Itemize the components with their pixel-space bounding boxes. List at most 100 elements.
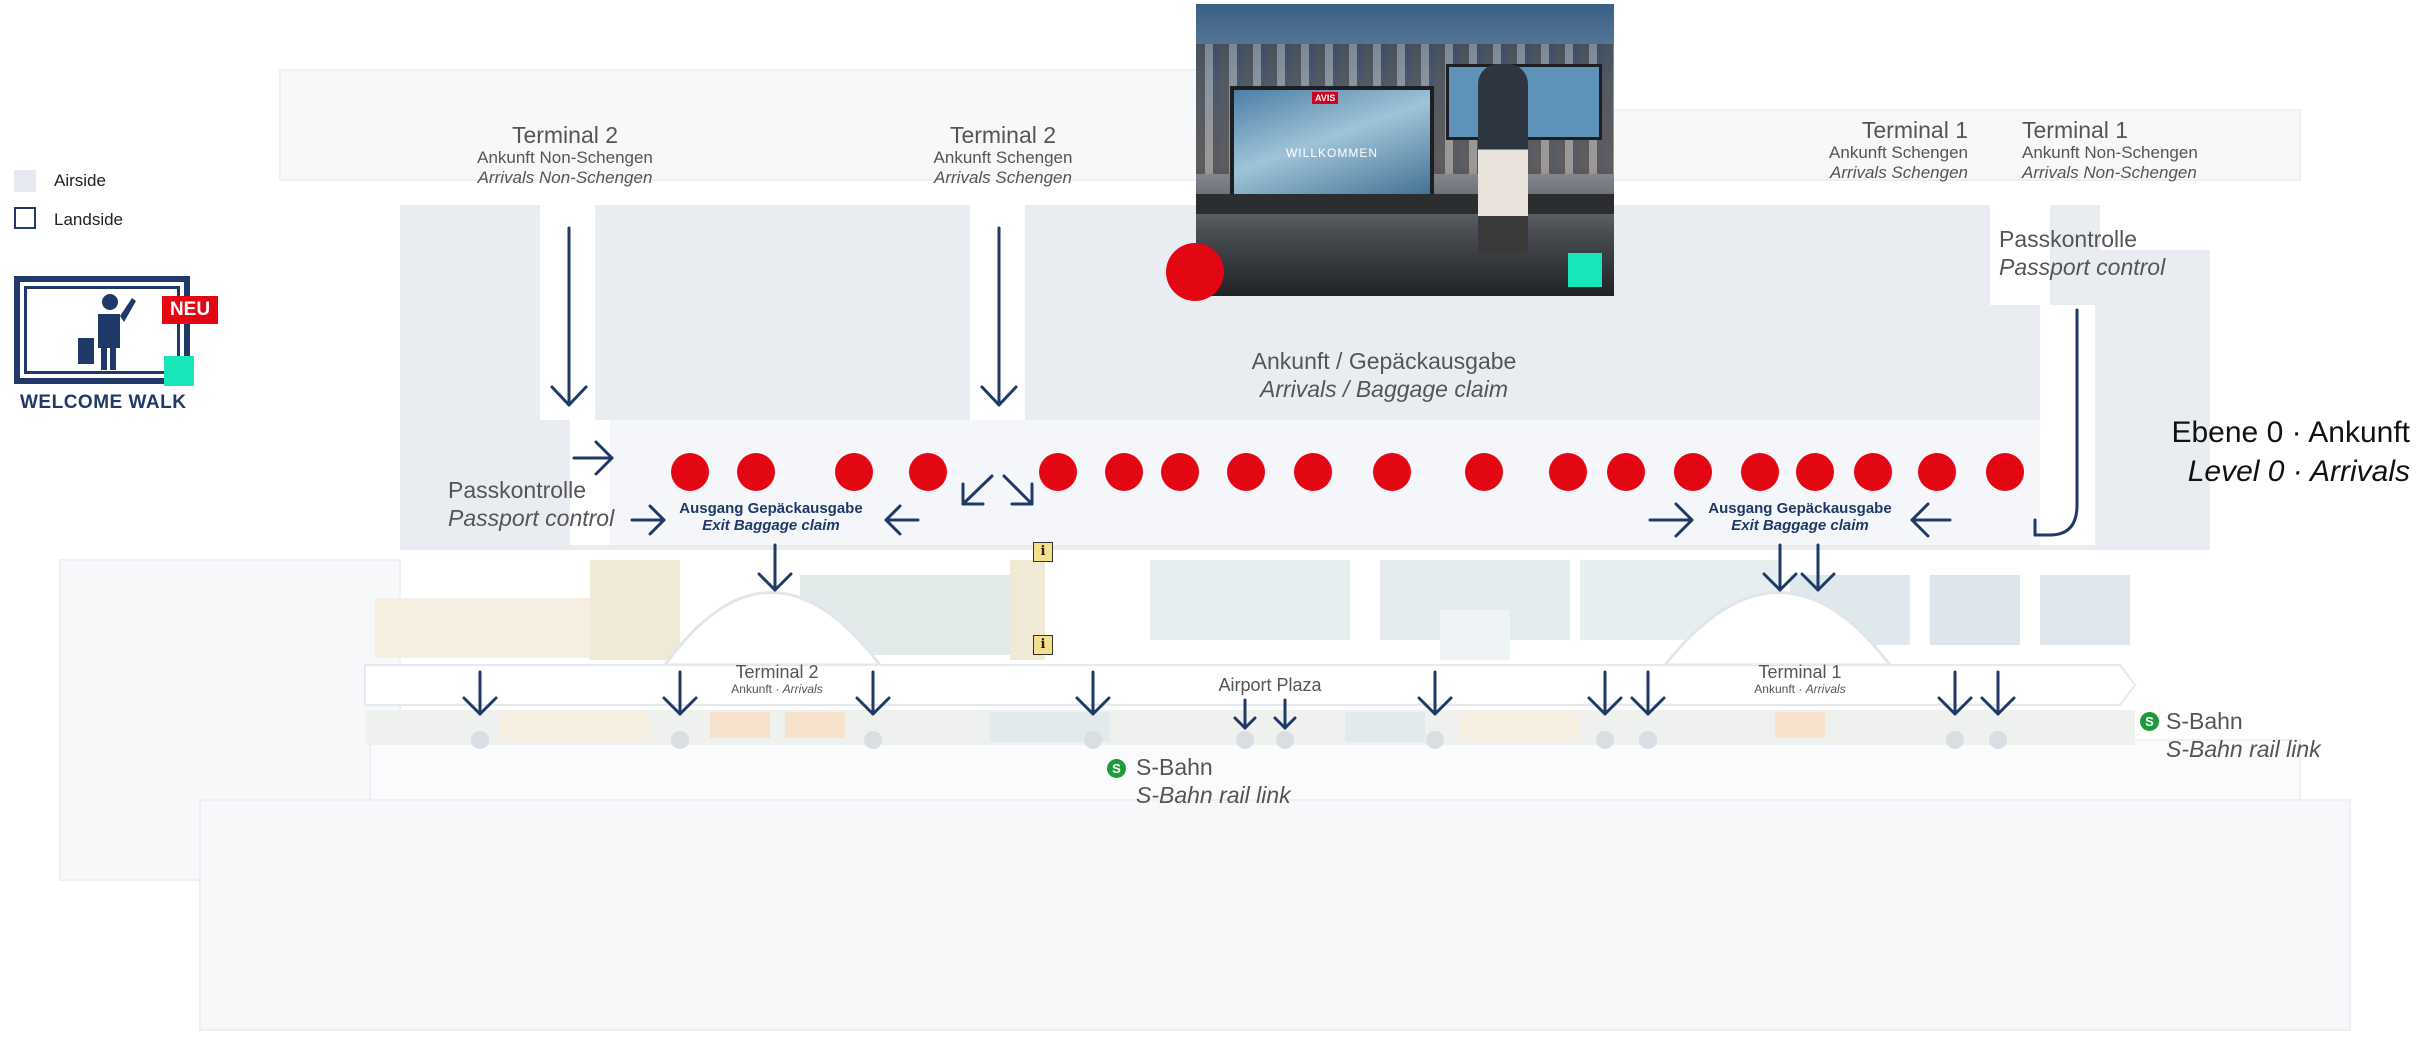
arrow-right bbox=[1648, 502, 1694, 538]
arrow-down bbox=[462, 670, 498, 716]
arrow-down bbox=[1937, 670, 1973, 716]
entry-de: Ankunft Non-Schengen bbox=[477, 148, 653, 168]
baggage-belt bbox=[1918, 453, 1956, 491]
entry-en: Arrivals Non-Schengen bbox=[477, 167, 653, 187]
entry-en: Arrivals Schengen bbox=[1830, 162, 1968, 182]
entry-terminal: Terminal 2 bbox=[949, 122, 1057, 148]
passport-band-right bbox=[2040, 305, 2095, 545]
legend-swatch-airside bbox=[14, 170, 36, 192]
passport-control-t1: Passkontrolle Passport control bbox=[1999, 226, 2165, 281]
airport-plaza-label: Airport Plaza bbox=[1218, 675, 1322, 695]
hall-name: Terminal 1 bbox=[1758, 662, 1842, 682]
passport-en: Passport control bbox=[448, 505, 615, 532]
photo-baggage-belt bbox=[1196, 194, 1614, 214]
hall-de: Ankunft bbox=[731, 681, 773, 696]
logo-caption: WELCOME WALK bbox=[20, 392, 187, 413]
baggage-belt bbox=[1549, 453, 1587, 491]
baggage-belt bbox=[1465, 453, 1503, 491]
photo-location-dot bbox=[1166, 243, 1224, 301]
arrow-down bbox=[757, 543, 793, 592]
arrow-right bbox=[572, 440, 614, 476]
baggage-belt bbox=[909, 453, 947, 491]
baggage-belt bbox=[1796, 453, 1834, 491]
sbahn-de: S-Bahn bbox=[1136, 754, 1213, 780]
sbahn-icon: S bbox=[2140, 712, 2159, 731]
arrivals-hall-photo: AVIS WILLKOMMEN bbox=[1196, 4, 1614, 296]
arrow-down bbox=[980, 226, 1018, 407]
legend-swatch-landside bbox=[14, 207, 36, 229]
photo-welcome-screen bbox=[1230, 86, 1434, 206]
exit-de: Ausgang Gepäckausgabe bbox=[1708, 500, 1892, 517]
entry-de: Ankunft Schengen bbox=[933, 148, 1073, 168]
baggage-belt bbox=[1674, 453, 1712, 491]
baggage-belt bbox=[1741, 453, 1779, 491]
baggage-belt bbox=[835, 453, 873, 491]
baggage-belt bbox=[1373, 453, 1411, 491]
photo-traveller bbox=[1478, 64, 1528, 254]
entry-en: Arrivals Non-Schengen bbox=[2022, 162, 2197, 182]
sbahn-en: S-Bahn rail link bbox=[2166, 736, 2321, 763]
hall-de: Ankunft bbox=[1754, 681, 1796, 696]
sbahn-de: S-Bahn bbox=[2166, 708, 2243, 734]
welcome-walk-marker bbox=[164, 356, 194, 386]
arrow-down bbox=[1075, 670, 1111, 716]
baggage-belt bbox=[1161, 453, 1199, 491]
entry-t2-non-schengen: Terminal 2 Ankunft Non-Schengen Arrivals… bbox=[477, 122, 653, 188]
baggage-hall-de: Ankunft / Gepäckausgabe bbox=[1251, 348, 1517, 374]
arrow-down bbox=[1800, 543, 1836, 592]
person-pointing-icon bbox=[78, 294, 136, 370]
exit-en: Exit Baggage claim bbox=[1731, 517, 1869, 535]
welcome-walk-logo: NEU WELCOME WALK bbox=[14, 274, 220, 424]
baggage-belt bbox=[1227, 453, 1265, 491]
exit-en: Exit Baggage claim bbox=[702, 517, 840, 535]
arrow-down bbox=[1980, 670, 2016, 716]
hall-terminal-1: Terminal 1 Ankunft · Arrivals bbox=[1754, 662, 1846, 696]
logo-frame bbox=[14, 276, 190, 384]
exit-baggage-claim-t2: Ausgang Gepäckausgabe Exit Baggage claim bbox=[679, 500, 862, 535]
arrow-down bbox=[1587, 670, 1623, 716]
new-badge: NEU bbox=[162, 296, 218, 324]
entry-t1-non-schengen: Terminal 1 Ankunft Non-Schengen Arrivals… bbox=[2022, 117, 2198, 183]
exit-baggage-claim-t1: Ausgang Gepäckausgabe Exit Baggage claim bbox=[1708, 500, 1891, 535]
entry-en: Arrivals Schengen bbox=[934, 167, 1072, 187]
baggage-belt bbox=[671, 453, 709, 491]
info-icon: i bbox=[1033, 635, 1053, 655]
arrow-down bbox=[855, 670, 891, 716]
baggage-hall-label: Ankunft / Gepäckausgabe Arrivals / Bagga… bbox=[1252, 348, 1517, 403]
sbahn-icon: S bbox=[1107, 759, 1126, 778]
level-title: Ebene 0 · Ankunft Level 0 · Arrivals bbox=[2171, 416, 2410, 489]
terminal-domes bbox=[662, 591, 1894, 667]
arrow-down bbox=[1273, 698, 1297, 730]
arrow-down bbox=[1630, 670, 1666, 716]
hall-en: Arrivals bbox=[782, 681, 823, 696]
sbahn-en: S-Bahn rail link bbox=[1136, 782, 1291, 809]
arrow-down bbox=[662, 670, 698, 716]
lower-shops bbox=[500, 712, 1825, 742]
legend-label-landside: Landside bbox=[54, 210, 124, 229]
passport-en: Passport control bbox=[1999, 254, 2166, 281]
baggage-belt bbox=[1294, 453, 1332, 491]
baggage-belt bbox=[1986, 453, 2024, 491]
arrow-down bbox=[1762, 543, 1798, 592]
baggage-belt bbox=[1607, 453, 1645, 491]
passport-de: Passkontrolle bbox=[448, 477, 587, 503]
logo-inner-frame bbox=[24, 286, 180, 374]
exit-de: Ausgang Gepäckausgabe bbox=[679, 500, 863, 517]
arrow-down bbox=[1233, 698, 1257, 730]
walking-arrows bbox=[462, 226, 2079, 730]
landside-shops bbox=[375, 560, 2130, 660]
entry-t2-schengen: Terminal 2 Ankunft Schengen Arrivals Sch… bbox=[934, 122, 1073, 188]
entry-de: Ankunft Non-Schengen bbox=[2022, 143, 2198, 163]
baggage-belt bbox=[1105, 453, 1143, 491]
baggage-belt bbox=[737, 453, 775, 491]
entry-terminal: Terminal 2 bbox=[511, 122, 619, 148]
entry-t1-schengen: Terminal 1 Ankunft Schengen Arrivals Sch… bbox=[1829, 117, 1968, 183]
baggage-belt bbox=[1854, 453, 1892, 491]
arrow-left bbox=[884, 504, 920, 536]
entry-de: Ankunft Schengen bbox=[1829, 143, 1968, 163]
baggage-belts bbox=[671, 453, 2024, 491]
baggage-belt bbox=[1039, 453, 1077, 491]
landside-concourse bbox=[364, 664, 2137, 706]
entry-terminal: Terminal 1 bbox=[1861, 117, 1968, 143]
